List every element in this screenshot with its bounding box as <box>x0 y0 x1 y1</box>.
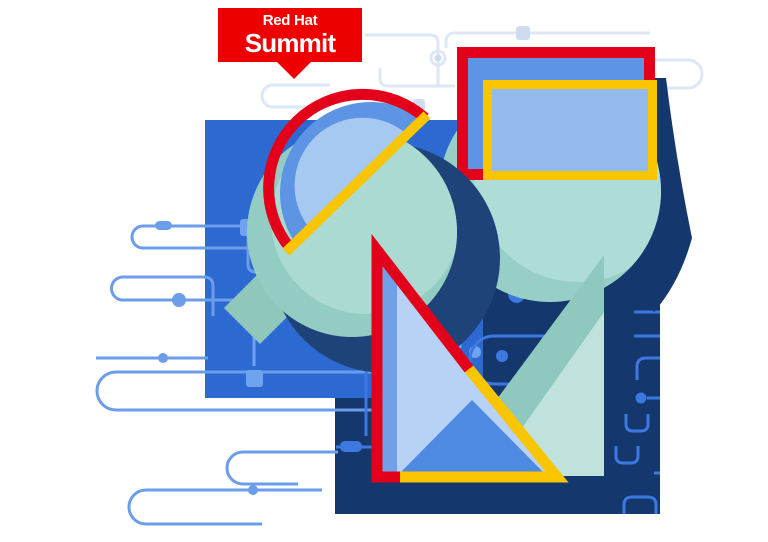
circuit-trace <box>622 495 658 514</box>
triangle-composition <box>371 233 604 483</box>
yellow-stripe <box>282 111 431 256</box>
blue-triangle-left-strip <box>381 258 397 474</box>
circuit-trace <box>624 414 650 433</box>
top-right-composition <box>439 47 692 312</box>
circuit-trace <box>640 58 704 90</box>
circuit-resistor-icon <box>155 221 172 230</box>
circuit-node-dot-icon <box>496 350 508 362</box>
light-blue-half-disc <box>294 117 409 230</box>
circuit-node-dot-icon <box>434 54 442 62</box>
blue-inner-triangle <box>399 400 545 474</box>
circuit-node-square-icon <box>516 26 530 40</box>
red-arc <box>263 88 429 252</box>
faint-circuit-traces <box>260 26 704 111</box>
circuit-node-dot-icon <box>172 293 186 307</box>
circuit-trace <box>110 275 370 302</box>
circuit-trace <box>614 446 640 465</box>
circle-composition <box>224 88 500 373</box>
circuit-trace <box>444 31 650 48</box>
circuit-trace <box>225 450 338 486</box>
circuit-trace <box>365 33 440 86</box>
circuit-trace <box>635 356 660 380</box>
circuit-trace <box>95 370 392 412</box>
badge-pointer-tail-icon <box>277 62 311 79</box>
yellow-outline-rectangle <box>483 80 657 180</box>
circuit-trace <box>127 488 322 526</box>
circuit-trace <box>260 83 330 109</box>
circuit-node-dot-icon <box>158 353 168 363</box>
circuit-node-dot-icon <box>635 392 647 404</box>
circuit-resistor-icon <box>340 441 362 452</box>
triangle-yellow-border <box>400 365 569 483</box>
circuit-node-dot-icon <box>248 485 258 495</box>
circuit-trace <box>378 68 455 88</box>
circuit-node-ring-icon <box>429 49 447 67</box>
badge-brand-label: Red Hat <box>262 11 318 29</box>
badge-event-label: Summit <box>244 27 336 58</box>
triangle-red-border <box>371 233 474 483</box>
circuit-node-square-icon <box>246 370 263 387</box>
redhat-summit-badge: Red Hat Summit <box>218 8 362 62</box>
circuit-trace <box>203 275 215 316</box>
